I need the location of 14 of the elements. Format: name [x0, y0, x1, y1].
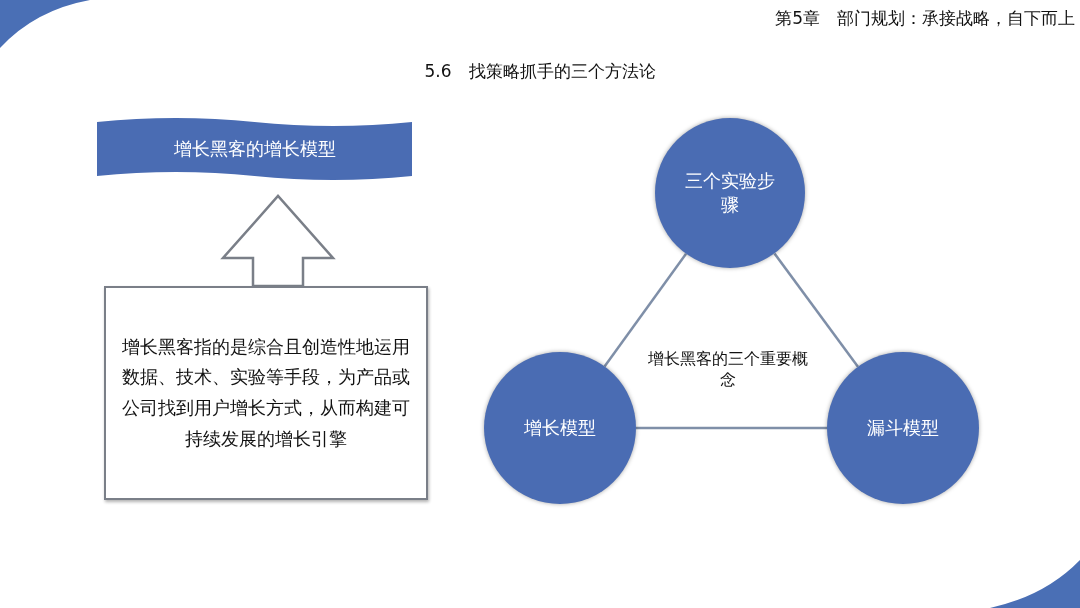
- node-text: 增长黑客指的是综合且创造性地运用数据、技术、实验等手段，为产品或公司找到用户增长方式，从而构建可持续发展的增长引擎: [121, 335, 411, 451]
- connector-line: [603, 253, 688, 368]
- center-caption: 增长黑客的三个重要概念: [646, 349, 809, 391]
- slide-title: 5.6 找策略抓手的三个方法论: [423, 60, 657, 83]
- description-box: [104, 286, 428, 500]
- node-text: 三个实验步骤: [685, 169, 775, 217]
- block-arrow: [220, 194, 336, 288]
- wave-banner: [97, 118, 412, 180]
- connector-line: [773, 252, 859, 368]
- chapter-header: 第5章 部门规划：承接战略，自下而上: [774, 7, 1075, 30]
- connector-line: [636, 426, 827, 430]
- node-text: 增长黑客的增长模型: [173, 137, 336, 161]
- node-text: 增长模型: [524, 416, 596, 440]
- node-text: 漏斗模型: [867, 416, 939, 440]
